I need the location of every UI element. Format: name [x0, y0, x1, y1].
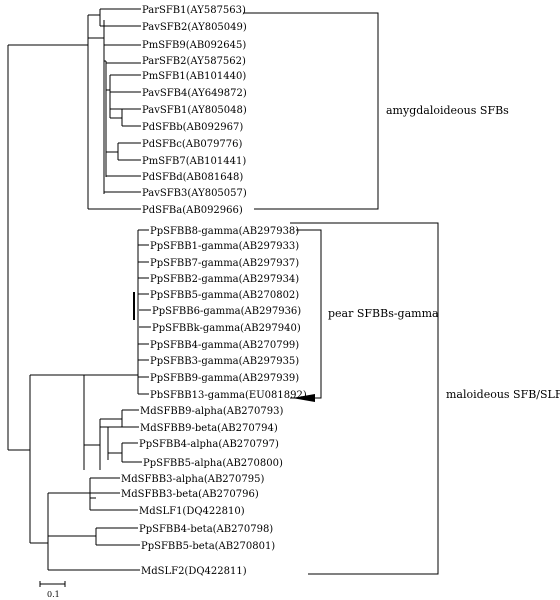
taxon-label: PavSFB4(AY649872) — [142, 88, 247, 99]
taxon-label: PavSFB3(AY805057) — [142, 188, 247, 199]
taxon-label: PpSFBB7-gamma(AB297937) — [150, 258, 299, 269]
taxon-label: MdSFBB3-beta(AB270796) — [121, 489, 259, 500]
taxon-label: PmSFB9(AB092645) — [142, 40, 246, 51]
taxon-label: PpSFBB4-beta(AB270798) — [139, 524, 273, 535]
group-label-maloideous: maloideous SFB/SLFs — [446, 388, 560, 401]
taxon-label: MdSFBB9-beta(AB270794) — [140, 423, 278, 434]
taxon-label: PpSFBB4-alpha(AB270797) — [139, 439, 279, 450]
taxon-label: PpSFBB9-gamma(AB297939) — [150, 373, 299, 384]
taxon-label: MdSLF1(DQ422810) — [139, 506, 245, 517]
taxon-label: PpSFBB4-gamma(AB270799) — [150, 340, 299, 351]
taxon-label: PpSFBB3-gamma(AB297935) — [150, 356, 299, 367]
taxon-label: ParSFB2(AY587562) — [142, 56, 246, 67]
taxon-label: PpSFBB2-gamma(AB297934) — [150, 274, 299, 285]
taxon-label: MdSFBB3-alpha(AB270795) — [121, 474, 264, 485]
taxon-label: PpSFBB6-gamma(AB297936) — [152, 306, 301, 317]
taxon-label: ParSFB1(AY587563) — [142, 5, 246, 16]
taxon-label: PpSFBB5-beta(AB270801) — [141, 541, 275, 552]
maloideous-clade — [8, 229, 151, 571]
arrow-head-icon — [292, 394, 315, 402]
taxon-label: PmSFB1(AB101440) — [142, 71, 246, 82]
group-label-amygdaloideous: amygdaloideous SFBs — [386, 104, 509, 117]
amygdaloideous-clade — [7, 8, 141, 450]
taxon-label: MdSLF2(DQ422811) — [141, 566, 247, 577]
taxon-label: PdSFBc(AB079776) — [142, 139, 243, 150]
taxon-label: PbSFBB13-gamma(EU081892) — [150, 390, 307, 401]
taxon-label: PpSFBBk-gamma(AB297940) — [152, 323, 301, 334]
pear-gamma-bracket: pear SFBBs-gamma — [290, 229, 439, 402]
taxon-labels: ParSFB1(AY587563) PavSFB2(AY805049) PmSF… — [121, 5, 307, 577]
scale-bar: 0.1 — [39, 581, 66, 599]
taxon-label: PavSFB1(AY805048) — [142, 105, 247, 116]
taxon-label: PpSFBB1-gamma(AB297933) — [150, 241, 299, 252]
taxon-label: PmSFB7(AB101441) — [142, 156, 246, 167]
taxon-label: MdSFBB9-alpha(AB270793) — [140, 406, 283, 417]
taxon-label: PdSFBb(AB092967) — [142, 122, 243, 133]
taxon-label: PdSFBd(AB081648) — [142, 172, 243, 183]
group-label-pear-gamma: pear SFBBs-gamma — [328, 307, 439, 320]
scale-bar-label: 0.1 — [47, 590, 60, 599]
taxon-label: PdSFBa(AB092966) — [142, 205, 243, 216]
amygdaloideous-bracket: amygdaloideous SFBs — [243, 12, 509, 210]
maloideous-bracket: maloideous SFB/SLFs — [290, 222, 560, 575]
taxon-label: PpSFBB8-gamma(AB297938) — [150, 226, 299, 237]
taxon-label: PavSFB2(AY805049) — [142, 22, 247, 33]
taxon-label: PpSFBB5-alpha(AB270800) — [143, 458, 283, 469]
taxon-label: PpSFBB5-gamma(AB270802) — [150, 290, 299, 301]
